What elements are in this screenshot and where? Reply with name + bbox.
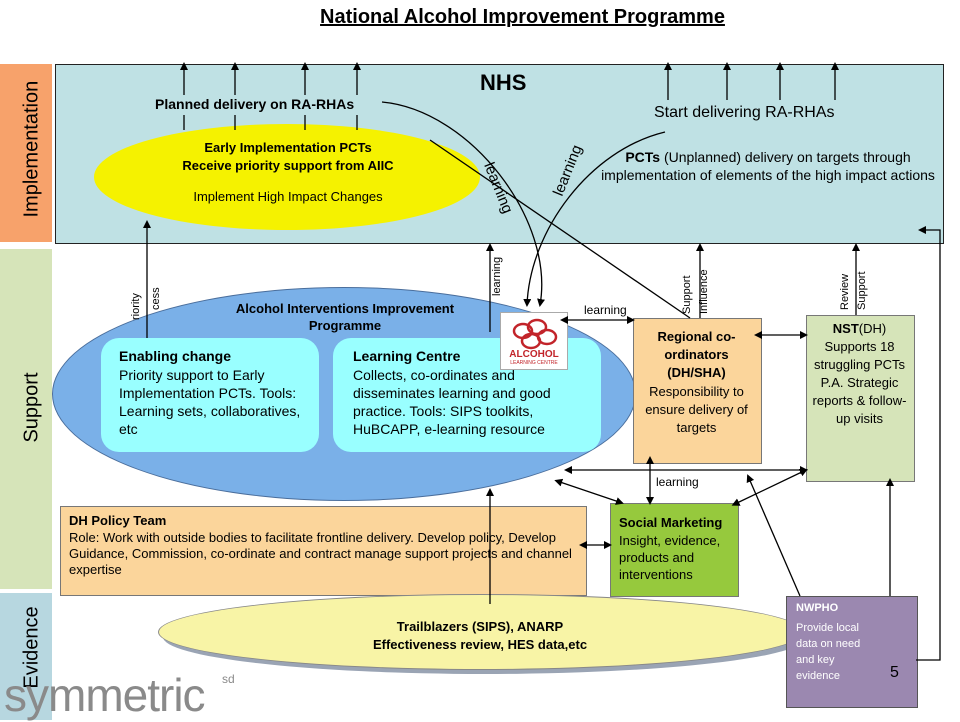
page-number: 5 — [890, 664, 899, 681]
pcts-unplanned-text: PCTs (Unplanned) delivery on targets thr… — [600, 148, 936, 184]
early-line3: Implement High Impact Changes — [193, 189, 383, 204]
learning-label-social: learning — [656, 475, 699, 489]
regional-coordinators-box — [633, 318, 762, 464]
learning-curve-1 — [381, 101, 545, 307]
nst-title-rest: (DH) — [858, 321, 887, 336]
symmetric-logo: symmetric — [4, 669, 206, 721]
learning-centre-body: Collects, co-ordinates and disseminates … — [353, 367, 551, 437]
feedback-loop-arrow — [916, 226, 941, 661]
regional-to-nhs-line — [429, 139, 691, 319]
nst-title: NST(DH) — [808, 320, 911, 338]
social-title: Social Marketing — [619, 515, 723, 530]
alcohol-learning-centre-logo: ALCOHOL LEARNING CENTRE — [500, 312, 568, 370]
social-body: Insight, evidence, products and interven… — [619, 533, 721, 582]
dh-policy-body: Role: Work with outside bodies to facili… — [69, 530, 572, 577]
implementation-band — [0, 64, 52, 242]
logo-text: ALCOHOL — [509, 349, 559, 360]
enabling-body: Priority support to Early Implementation… — [119, 367, 301, 437]
early-implementation-ellipse — [94, 124, 480, 230]
learning-centre-title: Learning Centre — [353, 348, 461, 364]
support-band — [0, 249, 52, 589]
symmetric-logo-suffix: sd — [222, 672, 235, 686]
nwpho-title: NWPHO — [796, 602, 839, 614]
regional-body: Responsibility to ensure delivery of tar… — [645, 384, 748, 435]
nwpho-to-social-arrow — [746, 474, 801, 597]
evidence-band — [0, 593, 52, 720]
enabling-title: Enabling change — [119, 348, 232, 364]
dh-policy-title: DH Policy Team — [69, 513, 167, 528]
social-nst-arrow — [731, 468, 808, 506]
dh-policy-box — [60, 506, 587, 596]
early-line2: Receive priority support from AIIC — [182, 158, 394, 173]
nst-box — [806, 315, 915, 482]
aiip-title: Alcohol Interventions Improvement Progra… — [235, 301, 455, 333]
logo-subtext: LEARNING CENTRE — [510, 360, 558, 366]
nst-body: Supports 18 struggling PCTs P.A. Strateg… — [812, 339, 907, 426]
nwpho-body: Provide local data on need and key evide… — [796, 622, 861, 682]
pcts-rest: (Unplanned) delivery on targets through … — [601, 149, 935, 183]
nst-title-bold: NST — [832, 321, 859, 336]
pcts-bold: PCTs — [625, 149, 661, 165]
trailblazers-line2: Effectiveness review, HES data,etc — [372, 637, 588, 652]
trailblazers-ellipse — [158, 594, 804, 670]
regional-title: Regional co-ordinators (DH/SHA) — [657, 329, 736, 380]
enabling-change-box — [101, 338, 319, 452]
learning-curve-2 — [523, 131, 666, 307]
learning-label-regional: learning — [584, 303, 627, 317]
logo-rings-icon — [512, 318, 558, 350]
start-delivering-label: Start delivering RA-RHAs — [654, 104, 835, 121]
page-title: National Alcohol Improvement Programme — [320, 6, 725, 28]
social-marketing-box — [610, 503, 739, 597]
aiip-social-arrow — [554, 478, 624, 505]
planned-delivery-label: Planned delivery on RA-RHAs — [155, 96, 355, 112]
trailblazers-line1: Trailblazers (SIPS), ANARP — [396, 619, 564, 634]
early-line1: Early Implementation PCTs — [204, 140, 372, 155]
nhs-title: NHS — [480, 70, 527, 95]
nwpho-box — [786, 596, 918, 708]
